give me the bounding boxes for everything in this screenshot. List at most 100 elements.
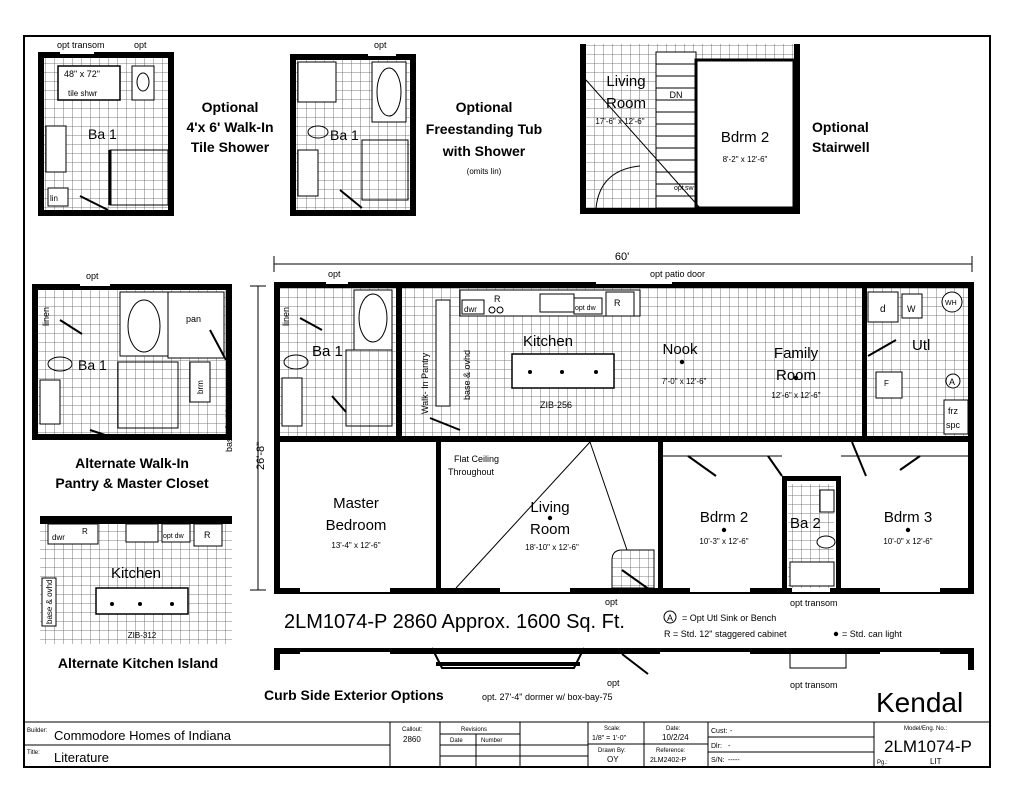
tb-builder: Commodore Homes of Indiana <box>54 728 232 743</box>
exterior-caption: Curb Side Exterior Options <box>264 687 444 703</box>
plan-optdw-label: opt dw <box>575 305 597 312</box>
plan-walkin-pantry: Walk- In Pantry <box>420 352 430 414</box>
alt-kitchen-dwr-label: dwr <box>52 533 65 542</box>
tb-cust: - <box>730 728 733 735</box>
tb-pg-label: Pg.: <box>877 760 888 766</box>
tub-note: (omits lin) <box>467 167 502 176</box>
alt-kitchen-base-ovhd: base & ovhd <box>45 580 54 624</box>
plan-living-dim: 18'-10" x 12'-6" <box>525 543 579 552</box>
plan-base-ovhd: base & ovhd <box>462 350 472 400</box>
plan-opt-transom-label: opt transom <box>790 598 838 608</box>
shower-opt-transom-label: opt transom <box>57 40 105 50</box>
stair-dn-label: DN <box>670 90 683 100</box>
inset-freestanding-tub: opt Ba 1 Optional Freestanding Tub with … <box>290 40 542 216</box>
plan-r1-label: R <box>494 294 501 304</box>
tub-opt-label: opt <box>374 40 387 50</box>
tb-drawn-label: Drawn By: <box>598 748 626 754</box>
tb-dlr-label: Dlr: <box>711 743 722 750</box>
exterior-opt-transom-label: opt transom <box>790 680 838 690</box>
stair-bdrm-label: Bdrm 2 <box>721 129 769 146</box>
tb-date-label: Date: <box>666 726 681 732</box>
tb-callout: 2860 <box>403 735 421 744</box>
plan-opt-patio-label: opt patio door <box>650 269 705 279</box>
plan-furnace-label: F <box>884 379 889 388</box>
legend-can-line: = Std. can light <box>842 629 902 639</box>
alt-kitchen-r2-label: R <box>204 530 211 540</box>
plan-linen-label: linen <box>281 307 291 326</box>
shower-size-label: 48" x 72" <box>64 69 100 79</box>
tb-sn-label: S/N: <box>711 757 725 764</box>
curb-side-exterior: Curb Side Exterior Options opt. 27'-4" d… <box>264 647 974 703</box>
plan-freezer-label-1: frz <box>948 406 958 416</box>
inset-alternate-kitchen: dwr R opt dw R Kitchen base & ovhd ZIB-3… <box>40 516 232 671</box>
tb-sn: ----- <box>728 757 740 764</box>
plan-zib-label: ZIB-256 <box>540 400 572 410</box>
plan-master-dim: 13'-4" x 12'-6" <box>331 541 380 550</box>
tb-scale-label: Scale: <box>604 726 621 732</box>
exterior-dormer-note: opt. 27'-4" dormer w/ box-bay-75 <box>482 692 612 702</box>
plan-nook-label: Nook <box>662 341 698 358</box>
alt-kitchen-zib: ZIB-312 <box>128 631 157 640</box>
tub-title-2: Freestanding Tub <box>426 121 542 137</box>
pantry-linen-label: linen <box>41 307 51 326</box>
stair-title-1: Optional <box>812 119 869 135</box>
shower-lin-label: lin <box>50 194 58 203</box>
plan-width-dimension: 60' <box>615 251 629 263</box>
tub-title-3: with Shower <box>442 143 526 159</box>
pantry-pan-label: pan <box>186 314 201 324</box>
tb-scale: 1/8" = 1'-0" <box>592 735 627 742</box>
stair-bdrm-dim: 8'-2" x 12'-6" <box>723 155 768 164</box>
stair-sw-label: sw <box>685 185 695 192</box>
tb-cust-label: Cust: <box>711 728 727 735</box>
tb-number-col: Number <box>481 738 502 744</box>
tb-model-label: Model/Eng. No.: <box>904 726 947 732</box>
plan-flat-ceiling-2: Throughout <box>448 467 495 477</box>
pantry-caption-1: Alternate Walk-In <box>75 455 189 471</box>
pantry-opt-label: opt <box>86 271 99 281</box>
plan-utility-label: Utl <box>912 337 930 354</box>
alt-kitchen-optdw-label: opt dw <box>163 533 185 540</box>
alt-kitchen-title: Kitchen <box>111 565 161 582</box>
model-name: Kendal <box>876 687 963 718</box>
plan-water-heater-label: WH <box>945 300 957 307</box>
plan-master-label-2: Bedroom <box>326 517 387 534</box>
shower-title-1: Optional <box>202 99 259 115</box>
shower-title-2: 4'x 6' Walk-In <box>186 119 273 135</box>
plan-family-dim: 12'-6" x 12'-6" <box>771 391 820 400</box>
main-floor-plan: 60' 26'-8" linen Ba 1 <box>250 251 974 608</box>
pantry-brm-label: brm <box>196 380 205 394</box>
pantry-caption-2: Pantry & Master Closet <box>55 475 209 491</box>
stair-title-2: Stairwell <box>812 139 870 155</box>
inset-stairwell: Living Room 17'-6" x 12'-6" DN Bdrm 2 8'… <box>580 44 870 214</box>
tb-builder-label: Builder: <box>27 728 48 734</box>
plan-living-label-2: Room <box>530 521 570 538</box>
pantry-bath-label: Ba 1 <box>78 357 107 373</box>
plan-master-label-1: Master <box>333 495 379 512</box>
stair-living-2: Room <box>606 95 646 112</box>
plan-opt-sink-symbol: A <box>949 377 955 387</box>
tb-ref-label: Reference: <box>656 748 686 754</box>
plan-headline: 2LM1074-P 2860 Approx. 1600 Sq. Ft. <box>284 611 625 633</box>
plan-bath1-label: Ba 1 <box>312 343 343 360</box>
tb-pg: LIT <box>930 757 942 766</box>
plan-freezer-label-2: spc <box>946 420 961 430</box>
shower-title-3: Tile Shower <box>191 139 270 155</box>
plan-bdrm2-label: Bdrm 2 <box>700 509 748 526</box>
stair-living-1: Living <box>606 73 645 90</box>
tb-date-col: Date <box>450 738 463 744</box>
plan-bath2-label: Ba 2 <box>790 515 821 532</box>
plan-dwr-label: dwr <box>464 305 477 314</box>
tb-dlr: - <box>728 743 731 750</box>
shower-bath-label: Ba 1 <box>88 126 117 142</box>
plan-r2-label: R <box>614 298 621 308</box>
tb-title-label: Title: <box>27 750 40 756</box>
plan-opt-top-label: opt <box>328 269 341 279</box>
tb-date: 10/2/24 <box>662 733 689 742</box>
plan-depth-dimension: 26'-8" <box>255 442 267 470</box>
tb-ref: 2LM2402-P <box>650 757 687 764</box>
plan-washer-label: W <box>907 304 916 314</box>
plan-family-label-2: Room <box>776 367 816 384</box>
shower-opt-label: opt <box>134 40 147 50</box>
plan-family-label-1: Family <box>774 345 819 362</box>
tub-bath-label: Ba 1 <box>330 127 359 143</box>
